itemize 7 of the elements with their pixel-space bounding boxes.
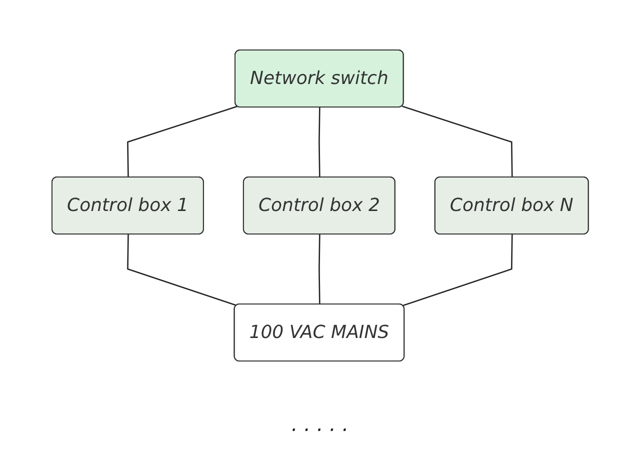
connector [318,106,320,178]
connector [402,234,513,306]
connector [402,105,513,178]
connector [126,234,237,306]
ellipsis-text: . . . . . [291,412,349,436]
connector [318,234,320,304]
connector [126,105,238,178]
